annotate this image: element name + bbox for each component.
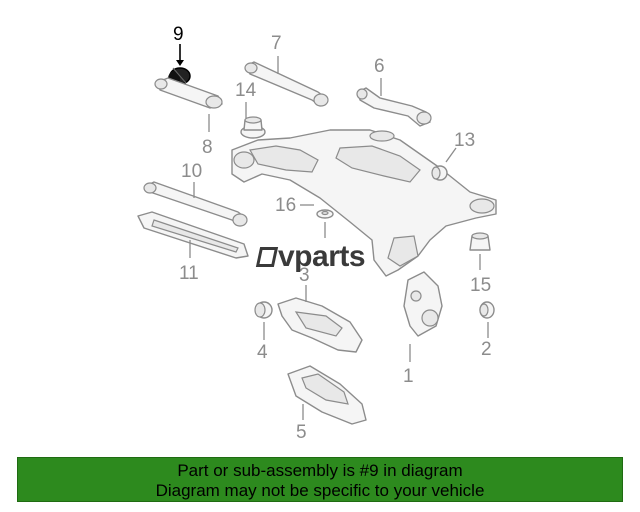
arrow-9 <box>176 60 184 66</box>
part-1-knuckle[interactable] <box>403 271 443 337</box>
part-5-shield[interactable] <box>287 365 367 425</box>
callout-6[interactable]: 6 <box>374 56 385 77</box>
logo-text: vparts <box>278 240 366 273</box>
banner-line-2: Diagram may not be specific to your vehi… <box>155 481 485 500</box>
part-16-washer[interactable] <box>316 209 334 219</box>
callout-16[interactable]: 16 <box>275 195 296 216</box>
callout-3[interactable]: 3 <box>299 265 310 286</box>
callout-13[interactable]: 13 <box>454 130 475 151</box>
brand-logo: vparts <box>255 240 366 274</box>
part-13-bushing[interactable] <box>431 165 448 181</box>
callout-5[interactable]: 5 <box>296 422 307 443</box>
part-4-bushing[interactable] <box>254 301 273 319</box>
parts-diagram: 9 8 7 6 14 <box>137 24 497 443</box>
part-11-brace[interactable] <box>137 211 249 259</box>
lv-logo-icon <box>255 247 279 267</box>
info-banner: Part or sub-assembly is #9 in diagram Di… <box>17 457 623 502</box>
callout-1[interactable]: 1 <box>403 366 414 387</box>
part-14-mount[interactable] <box>240 116 266 139</box>
part-7-arm[interactable] <box>244 61 329 107</box>
part-8-arm[interactable] <box>154 77 223 109</box>
part-2-bushing[interactable] <box>479 301 495 319</box>
callout-9[interactable]: 9 <box>173 24 184 45</box>
callout-7[interactable]: 7 <box>271 33 282 54</box>
banner-line-1: Part or sub-assembly is #9 in diagram <box>177 461 463 480</box>
callout-14[interactable]: 14 <box>235 80 257 101</box>
part-6-arm[interactable] <box>356 87 432 127</box>
part-15-mount[interactable] <box>469 232 491 251</box>
callout-11[interactable]: 11 <box>179 263 199 284</box>
callout-10[interactable]: 10 <box>181 161 202 182</box>
callout-4[interactable]: 4 <box>257 342 268 363</box>
part-10-rod[interactable] <box>143 181 248 227</box>
leader-13 <box>445 147 457 163</box>
callout-15[interactable]: 15 <box>470 275 491 296</box>
callout-2[interactable]: 2 <box>481 339 492 360</box>
callout-8[interactable]: 8 <box>202 137 213 158</box>
subframe[interactable] <box>231 129 497 277</box>
part-3-control-arm[interactable] <box>277 297 363 353</box>
